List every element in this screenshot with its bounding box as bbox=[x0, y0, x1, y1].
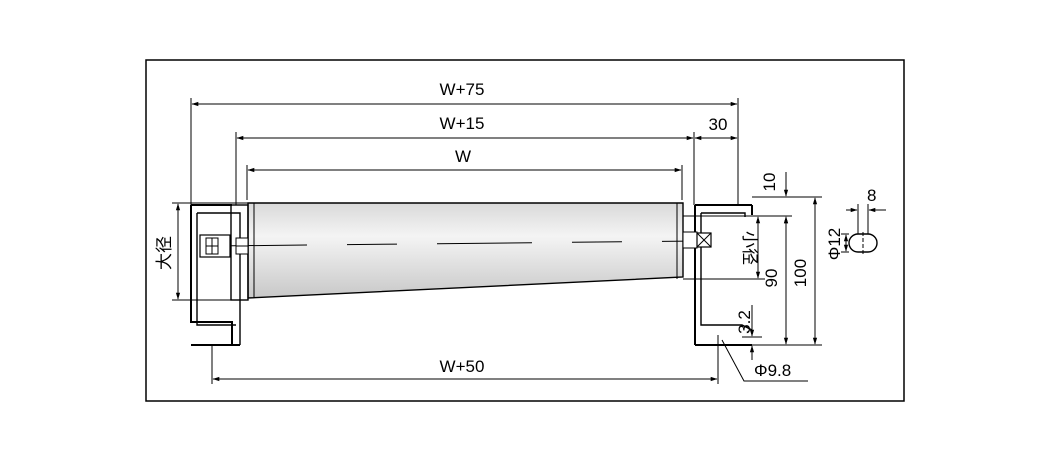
dim-flange-height-label: 90 bbox=[762, 269, 781, 288]
dim-frame-height-label: 100 bbox=[791, 259, 810, 287]
dim-hole-diameter-label: Φ9.8 bbox=[754, 361, 791, 380]
dim-top-offset-label: 10 bbox=[760, 173, 779, 192]
dim-overall-width: W+75 bbox=[190, 80, 739, 205]
dim-frame-inner-width: W+15 bbox=[235, 114, 695, 205]
dim-roller-width-label: W bbox=[455, 147, 471, 166]
dim-mount-hole-span: W+50 bbox=[211, 335, 719, 384]
dim-plate-thickness: 3.2 bbox=[735, 305, 762, 360]
left-frame-bracket bbox=[190, 204, 249, 346]
dim-frame-height: 100 bbox=[752, 196, 822, 345]
dim-end-offset-label: 30 bbox=[709, 115, 728, 134]
right-frame-bracket bbox=[682, 204, 753, 346]
dim-flange-height: 90 bbox=[752, 215, 822, 346]
dim-end-offset: 30 bbox=[694, 115, 738, 141]
dim-mount-hole-span-label: W+50 bbox=[440, 357, 485, 376]
dim-roller-width: W bbox=[246, 147, 683, 200]
drawing-border bbox=[145, 59, 905, 402]
dim-small-diameter: 小径 bbox=[683, 215, 765, 280]
roller-body bbox=[211, 202, 701, 299]
roller-centerline bbox=[211, 240, 701, 247]
dim-large-diameter-label: 大径 bbox=[155, 236, 174, 270]
dim-hole-diameter: Φ9.8 bbox=[721, 339, 808, 382]
slot-detail: Φ12 8 bbox=[825, 186, 886, 260]
dim-overall-width-label: W+75 bbox=[440, 80, 485, 99]
dim-slot-width-label: 8 bbox=[867, 186, 876, 205]
dim-plate-thickness-label: 3.2 bbox=[735, 310, 754, 334]
dim-slot-diameter-label: Φ12 bbox=[825, 228, 844, 260]
dim-frame-inner-width-label: W+15 bbox=[440, 114, 485, 133]
dim-large-diameter: 大径 bbox=[155, 202, 248, 301]
dim-small-diameter-label: 小径 bbox=[740, 231, 759, 265]
